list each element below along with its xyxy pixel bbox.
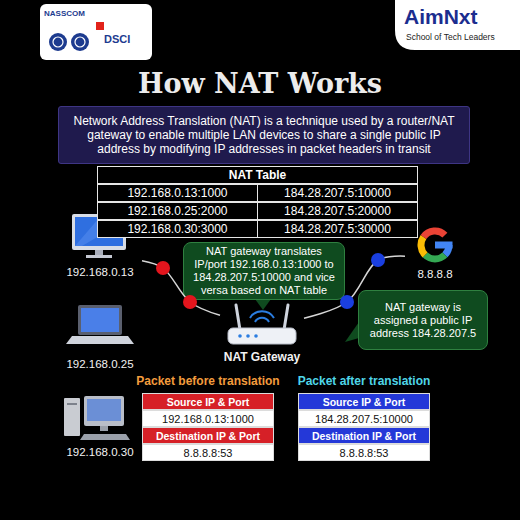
definition-text: Network Address Translation (NAT) is a t…: [59, 114, 469, 156]
cell-text: Source IP & Port: [323, 396, 406, 408]
cell-text: Destination IP & Port: [312, 430, 416, 442]
value-cell: 192.168.0.13:1000: [142, 410, 274, 427]
router-antenna: [284, 305, 288, 330]
iso-badge: [71, 33, 89, 51]
packet-heading: Packet before translation: [112, 374, 304, 388]
ip-address: 192.168.0.13: [66, 266, 133, 278]
ip-address: 192.168.0.30: [66, 446, 133, 458]
diagram-title: How NAT Works: [0, 68, 520, 99]
cell-text: 192.168.0.13:1000: [162, 413, 254, 425]
lan-device: 192.168.0.25: [58, 300, 142, 372]
cell-text: 8.8.8.8:53: [340, 447, 389, 459]
laptop-lid: [78, 305, 122, 335]
logo-emblem: [96, 22, 104, 30]
packet-table: Packet after translationSource IP & Port…: [298, 393, 430, 461]
router-led: [254, 334, 258, 338]
device-label: NAT Gateway: [224, 350, 300, 364]
brand-card: [395, 0, 520, 50]
google-logo: [425, 255, 445, 259]
header-cell: Destination IP & Port: [142, 427, 274, 444]
laptop-base: [66, 336, 134, 344]
cell-text: 192.168.0.13:1000: [127, 186, 227, 200]
logo-text: AimNxt: [404, 5, 478, 29]
packet-dot: [340, 295, 354, 309]
cell-text: Destination IP & Port: [156, 430, 260, 442]
google-logo: [435, 242, 453, 249]
pc-tower: [64, 398, 80, 436]
monitor-stand: [100, 426, 108, 431]
packet-heading: Packet after translation: [268, 374, 460, 388]
iso-badge-ring: [75, 37, 85, 47]
value-cell: 184.28.207.5:10000: [298, 410, 430, 427]
cell-text: 8.8.8.8:53: [184, 447, 233, 459]
cell-text: 184.28.207.5:10000: [315, 413, 413, 425]
connector-line: [142, 261, 220, 316]
router-antenna: [236, 305, 240, 330]
iso-badge: [49, 33, 67, 51]
logo-text: School of Tech Leaders: [406, 32, 495, 42]
router-led: [238, 334, 242, 338]
packet-dot: [156, 261, 170, 275]
header-cell: Destination IP & Port: [298, 427, 430, 444]
ip-address: 8.8.8.8: [417, 268, 452, 280]
lan-device: 192.168.0.30: [58, 390, 142, 460]
table-cell: 184.28.207.5:10000: [257, 184, 418, 202]
cell-text: 192.168.0.25:2000: [127, 204, 227, 218]
callout-box: NAT gateway translates IP/port 192.168.0…: [183, 242, 345, 300]
google-logo: [445, 245, 449, 255]
logo-text: DSCI: [104, 33, 130, 45]
callout-box: NAT gateway is assigned a public IP addr…: [358, 290, 488, 350]
nat-table: NAT Table 192.168.0.13:1000 184.28.207.5:1…: [97, 166, 418, 238]
cell-text: 184.28.207.5:20000: [284, 204, 391, 218]
header-cell: Source IP & Port: [142, 393, 274, 410]
keyboard: [80, 434, 130, 440]
ip-address: 192.168.0.25: [66, 358, 133, 370]
packet-dot: [183, 295, 197, 309]
lan-device: 192.168.0.13: [58, 212, 142, 280]
table-cell: 192.168.0.30:3000: [97, 220, 258, 238]
iso-badge-ring: [53, 37, 63, 47]
monitor-base: [86, 255, 112, 258]
wifi-arc: [250, 311, 274, 318]
definition-box: Network Address Translation (NAT) is a t…: [58, 106, 470, 164]
value-cell: 8.8.8.8:53: [298, 444, 430, 461]
cell-text: 184.28.207.5:10000: [284, 186, 391, 200]
laptop-screen: [81, 308, 119, 332]
google-logo: [424, 231, 445, 237]
callout-pointer: [255, 299, 271, 310]
nat-gateway: NAT Gateway: [220, 302, 304, 366]
router-led: [246, 334, 250, 338]
header-cell: Source IP & Port: [298, 393, 430, 410]
cell-text: 184.28.207.5:30000: [284, 222, 391, 236]
logo-text: NASSCOM: [44, 9, 85, 18]
server-node: 8.8.8.8: [405, 222, 465, 282]
packet-table: Packet before translationSource IP & Por…: [142, 393, 274, 461]
logo-card: [40, 4, 152, 60]
monitor-screen: [87, 399, 121, 421]
table-heading: NAT Table: [97, 166, 418, 184]
callout-pointer: [345, 322, 359, 342]
packet-dot: [371, 253, 385, 267]
table-cell: 192.168.0.25:2000: [97, 202, 258, 220]
value-cell: 8.8.8.8:53: [142, 444, 274, 461]
table-cell: 184.28.207.5:30000: [257, 220, 418, 238]
monitor-stand: [95, 250, 103, 256]
wifi-arc: [255, 318, 269, 322]
router-body: [228, 328, 296, 344]
monitor-frame: [84, 396, 124, 426]
table-cell: 192.168.0.13:1000: [97, 184, 258, 202]
google-logo: [421, 237, 425, 255]
table-cell: 184.28.207.5:20000: [257, 202, 418, 220]
cell-text: Source IP & Port: [167, 396, 250, 408]
callout-text: NAT gateway translates IP/port 192.168.0…: [184, 243, 344, 299]
callout-text: NAT gateway is assigned a public IP addr…: [359, 299, 487, 342]
cell-text: 192.168.0.30:3000: [127, 222, 227, 236]
connector-line: [304, 256, 405, 318]
drive-slot: [67, 403, 77, 405]
